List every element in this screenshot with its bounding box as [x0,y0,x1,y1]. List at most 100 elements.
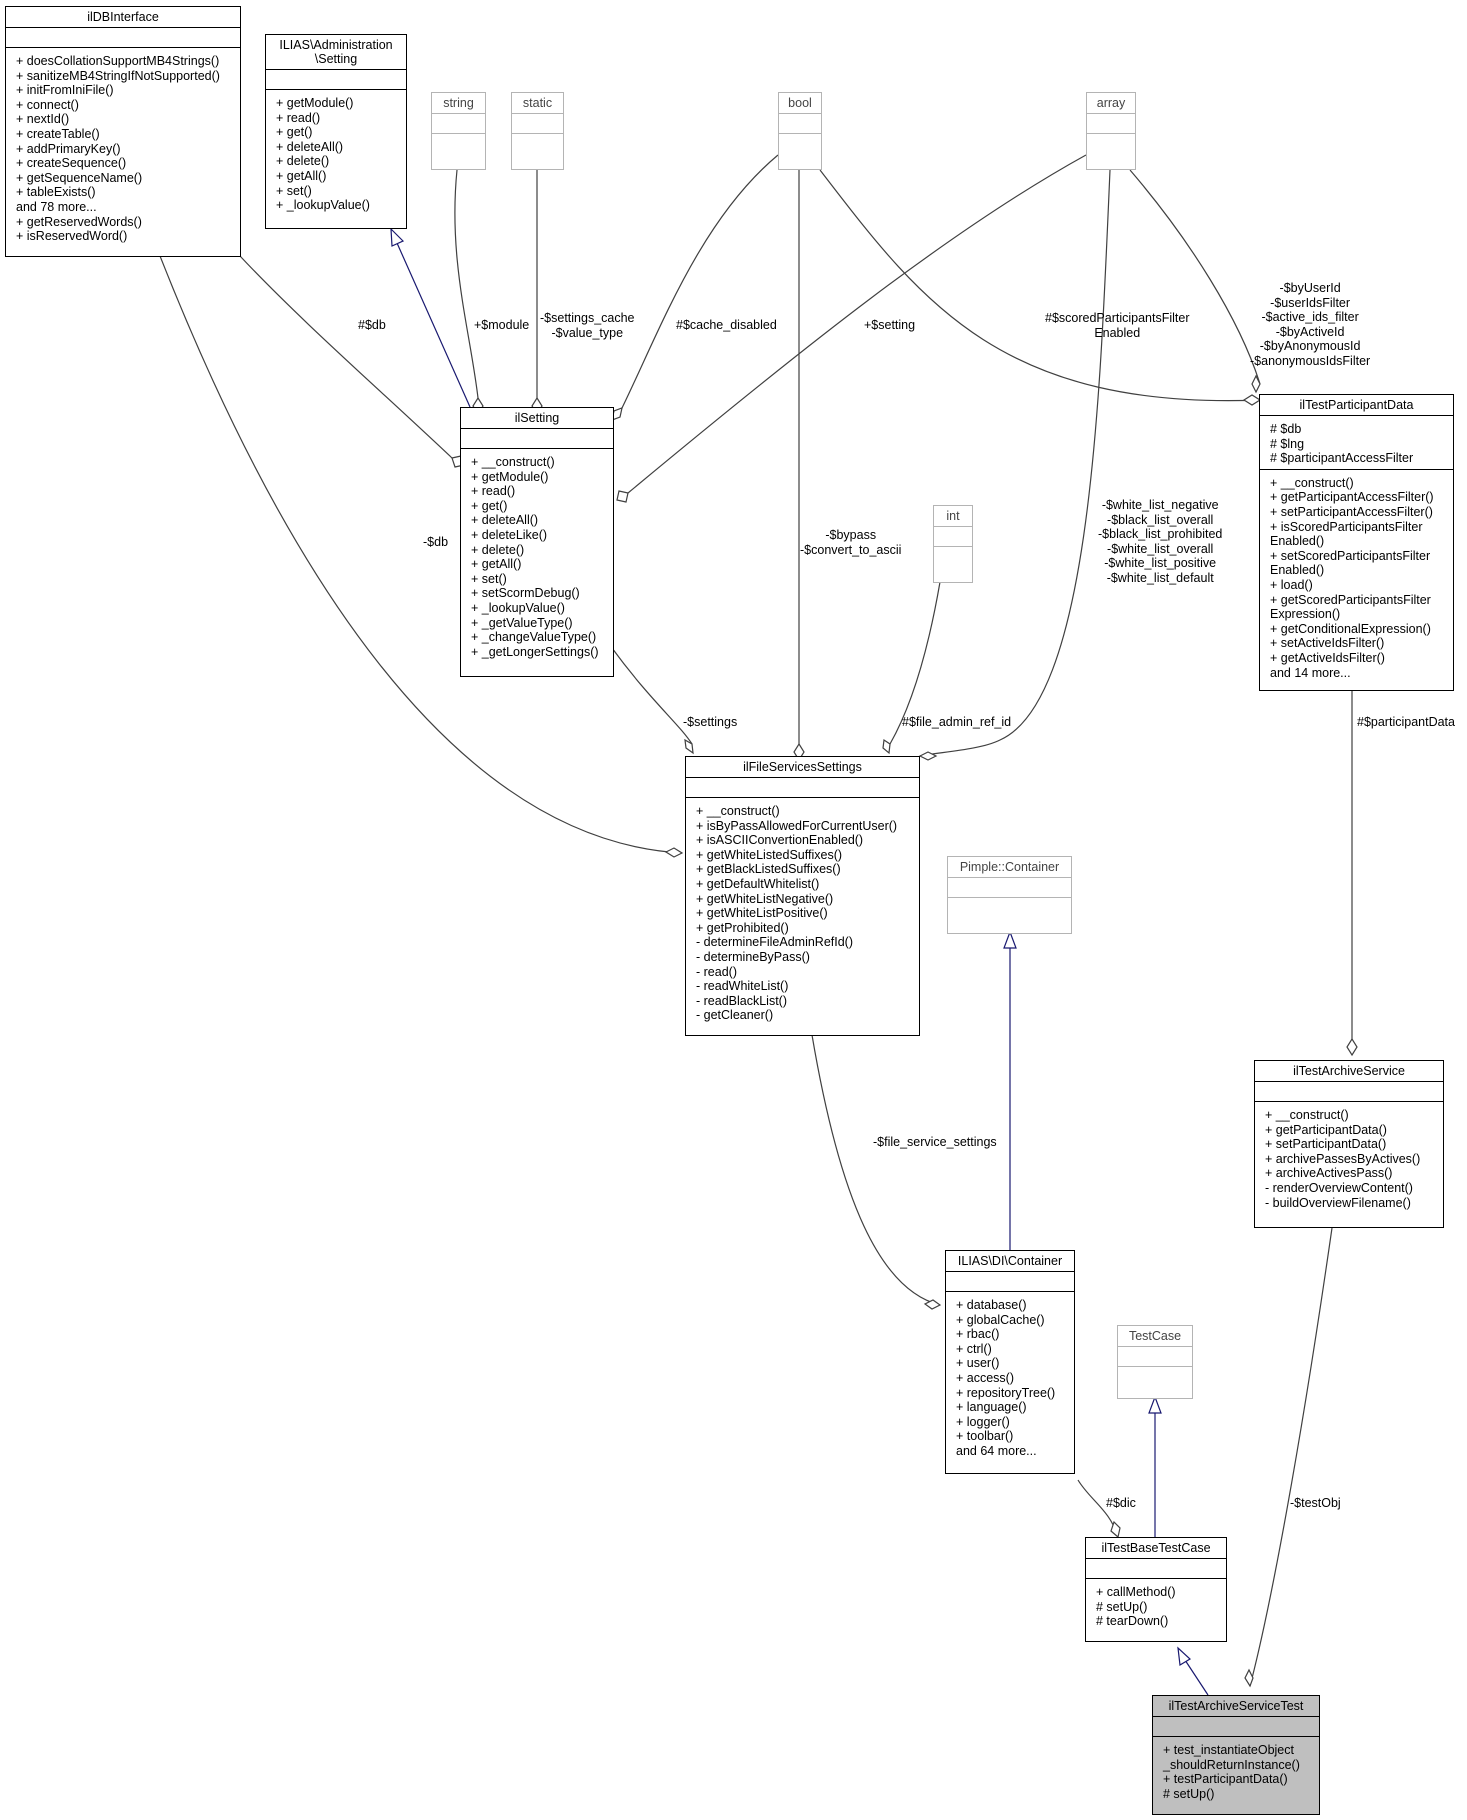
class-member: + read() [471,484,516,499]
class-member: Enabled() [1270,534,1325,549]
class-array: array [1086,92,1136,170]
attributes-section [934,526,972,546]
edge-test-inherits-basetestcase [1184,1659,1209,1696]
class-member: + sanitizeMB4StringIfNotSupported() [16,68,220,83]
class-member: and 14 more... [1270,665,1351,680]
class-member: + set() [276,183,312,198]
attributes-section [512,113,563,133]
class-member: + __construct() [471,455,555,469]
class-iltestarchiveservicetest: ilTestArchiveServiceTest + test_instanti… [1152,1695,1320,1815]
edge-label-setting: +$setting [864,318,916,332]
edge-array-to-participantdata [1129,169,1261,385]
class-member: + __construct() [1265,1108,1349,1122]
class-member: + __construct() [1270,475,1354,490]
class-member: + setParticipantData() [1265,1137,1387,1152]
aggregation-diamond [918,751,938,761]
class-member: + getModule() [471,469,549,484]
class-member: # $participantAccessFilter [1270,451,1414,466]
class-ilfileservicessettings: ilFileServicesSettings + __construct()+ … [685,756,920,1036]
class-int: int [933,505,973,583]
class-member: - read() [696,964,737,979]
class-member: + delete() [276,154,330,169]
class-name: ilTestArchiveServiceTest [1168,1699,1304,1713]
attributes-section [1153,1716,1319,1736]
methods-section: + test_instantiateObject_shouldReturnIns… [1153,1736,1319,1804]
class-member: # $db [1270,422,1302,436]
class-member: + testParticipantData() [1163,1772,1288,1787]
class-member: + deleteLike() [471,527,548,542]
edge-label-module: +$module [474,318,530,332]
methods-section: + __construct()+ getParticipantAccessFil… [1260,468,1453,683]
methods-section: + callMethod()# setUp()# tearDown() [1086,1578,1226,1632]
methods-section: + getModule()+ read()+ get()+ deleteAll(… [266,89,406,216]
class-member: + load() [1270,577,1313,592]
class-name: static [522,96,553,110]
class-member: + getReservedWords() [16,214,142,229]
class-member: - determineFileAdminRefId() [696,935,853,950]
edge-array-to-fileservices [919,169,1111,757]
class-ilsetting: ilSetting + __construct()+ getModule()+ … [460,407,614,677]
class-name: array [1096,96,1126,110]
class-name: Pimple::Container [959,860,1060,874]
methods-section [1087,133,1135,153]
class-member: + addPrimaryKey() [16,141,121,156]
edge-label-settings-cache: -$settings_cache -$value_type [540,311,635,340]
class-name: ilTestBaseTestCase [1101,1541,1211,1555]
class-name: int [946,509,960,523]
attributes-section [946,1271,1074,1291]
class-member: + isReservedWord() [16,229,128,244]
class-member: + doesCollationSupportMB4Strings() [16,54,220,68]
edge-label-participant-data: #$participantData [1357,715,1455,729]
edge-db-to-fileservices [159,255,683,854]
edge-label-white-lists: -$white_list_negative -$black_list_overa… [1098,498,1223,585]
methods-section [432,133,485,153]
class-member: + rbac() [956,1327,1000,1342]
class-member: + user() [956,1356,1000,1371]
attributes-section [432,113,485,133]
aggregation-diamond [1242,394,1262,406]
class-member: - readWhiteList() [696,979,789,994]
edge-ilsetting-to-fileservices [611,647,693,745]
class-member: + initFromIniFile() [16,83,114,98]
class-member: + toolbar() [956,1429,1014,1444]
methods-section: + doesCollationSupportMB4Strings()+ sani… [6,47,240,247]
class-name: ILIAS\Administration \Setting [279,38,393,66]
class-member: + getProhibited() [696,920,789,935]
class-member: + getParticipantAccessFilter() [1270,490,1434,505]
class-member: + __construct() [696,804,780,818]
class-member: + setScoredParticipantsFilter [1270,548,1431,563]
attributes-section [948,877,1071,897]
edge-ilsetting-inherits-adminsetting [396,242,471,408]
class-member: + getAll() [471,557,522,572]
methods-section [948,897,1071,917]
aggregation-diamond [1251,374,1261,394]
class-member: # $lng [1270,436,1305,451]
class-member: + set() [471,571,507,586]
edge-int-to-fileservices [889,581,941,745]
class-member: + getWhiteListPositive() [696,906,828,921]
attributes-section [1255,1081,1443,1101]
class-member: + archivePassesByActives() [1265,1151,1421,1166]
class-member: + getDefaultWhitelist() [696,876,820,891]
class-iltestarchiveservice: ilTestArchiveService + __construct()+ ge… [1254,1060,1444,1228]
class-member: + ctrl() [956,1341,992,1356]
edge-fileservices-to-dicontainer [811,1034,941,1306]
aggregation-diamond [1110,1520,1121,1539]
class-member: + delete() [471,542,525,557]
class-member: + isByPassAllowedForCurrentUser() [696,818,898,833]
class-member: - readBlackList() [696,993,787,1008]
class-iltestparticipantdata: ilTestParticipantData # $db# $lng# $part… [1259,394,1454,691]
class-member: + nextId() [16,112,70,127]
class-member: + _getLongerSettings() [471,644,599,659]
class-pimple-container: Pimple::Container [947,856,1072,934]
class-member: + language() [956,1400,1027,1415]
attributes-section [461,428,613,448]
aggregation-diamond [616,490,629,503]
edge-label-dic: #$dic [1106,1496,1136,1510]
class-member: # tearDown() [1096,1614,1169,1629]
class-member: + getConditionalExpression() [1270,621,1431,636]
methods-section: + __construct()+ isByPassAllowedForCurre… [686,797,919,1026]
inheritance-arrow [1177,1646,1191,1666]
class-member: + isASCIIConvertionEnabled() [696,833,864,848]
